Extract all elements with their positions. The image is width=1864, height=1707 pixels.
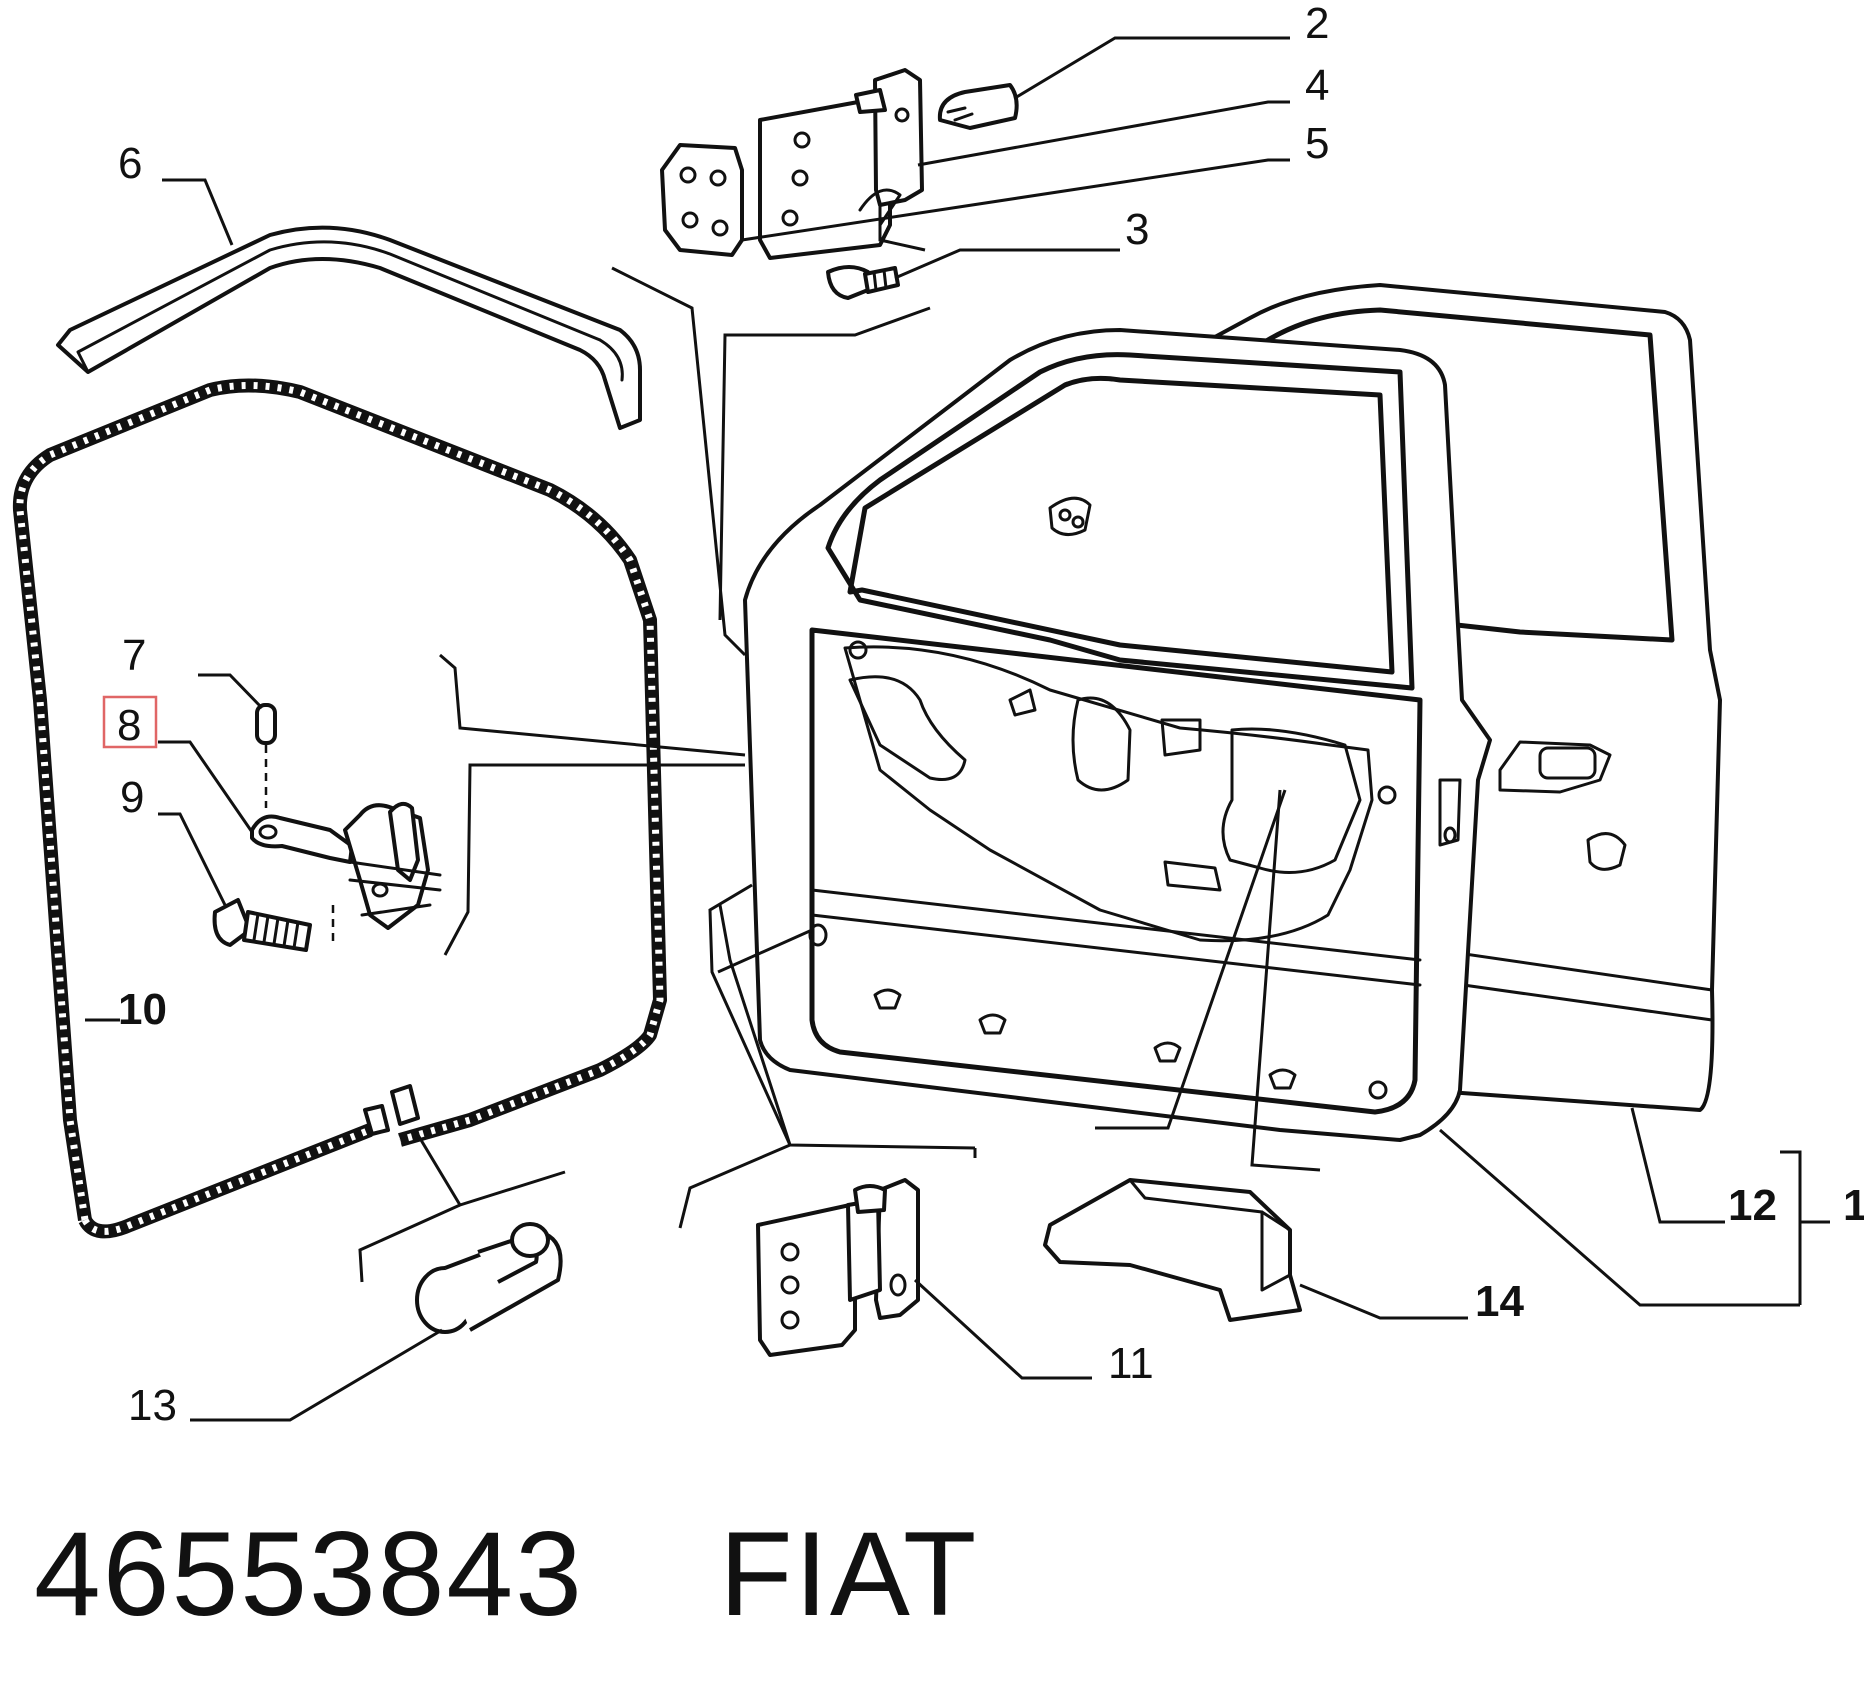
- callout-9[interactable]: 9: [120, 773, 144, 822]
- part-hinge-screw[interactable]: [826, 265, 900, 300]
- part-door-check-strap[interactable]: [250, 801, 442, 945]
- callout-6[interactable]: 6: [118, 139, 142, 188]
- callout-7[interactable]: 7: [122, 631, 146, 680]
- callout-1[interactable]: 1: [1843, 1181, 1864, 1230]
- part-upper-frame-trim[interactable]: [56, 225, 642, 430]
- callout-3[interactable]: 3: [1125, 205, 1149, 254]
- callout-13[interactable]: 13: [128, 1381, 177, 1430]
- callout-8-highlight: [102, 695, 158, 749]
- part-pin[interactable]: [255, 703, 277, 808]
- callout-2[interactable]: 2: [1305, 0, 1329, 48]
- part-insulator-block[interactable]: [1043, 1178, 1302, 1322]
- brand-name: FIAT: [719, 1507, 979, 1641]
- part-lower-hinge[interactable]: [756, 1178, 920, 1357]
- callout-labels: 2 4 5 3 6 7 8 9 10 11 12 1 13 14: [102, 0, 1864, 1430]
- part-bolt[interactable]: [212, 898, 312, 952]
- part-plug[interactable]: [415, 1222, 563, 1334]
- callout-12[interactable]: 12: [1728, 1181, 1777, 1230]
- callout-11[interactable]: 11: [1108, 1339, 1154, 1388]
- leader-lines: [85, 36, 1830, 1422]
- part-number: 46553843: [34, 1507, 584, 1641]
- part-door-seal[interactable]: [12, 378, 667, 1239]
- callout-10[interactable]: 10: [118, 985, 167, 1034]
- callout-8[interactable]: 8: [117, 701, 141, 750]
- part-upper-hinge[interactable]: [758, 68, 924, 260]
- part-hinge-shim[interactable]: [660, 143, 744, 257]
- callout-14[interactable]: 14: [1475, 1277, 1524, 1326]
- part-number-caption: 46553843 FIAT: [34, 1505, 978, 1643]
- part-front-door-shell[interactable]: [743, 328, 1492, 1142]
- part-hinge-bolt-upper[interactable]: [937, 83, 1019, 130]
- callout-4[interactable]: 4: [1305, 61, 1329, 110]
- callout-5[interactable]: 5: [1305, 119, 1329, 168]
